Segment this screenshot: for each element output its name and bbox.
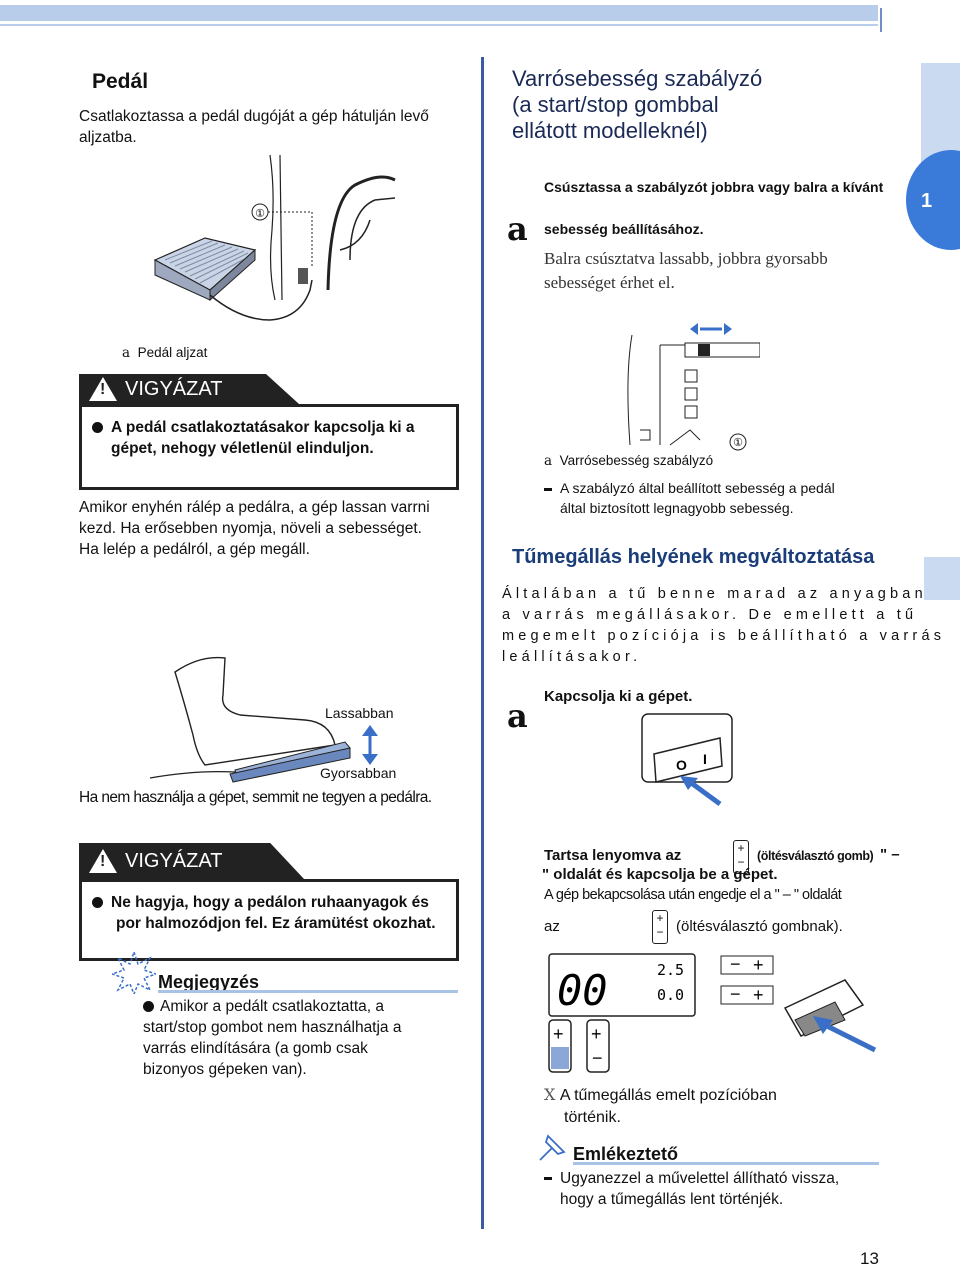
memo-title: Emlékeztető: [573, 1144, 679, 1164]
switch-off-label: O: [676, 757, 687, 773]
warning-icon: !: [89, 377, 117, 401]
lcd-digits: 00: [557, 966, 608, 1015]
note-burst-icon: [112, 950, 156, 994]
hold-line-1-btn: (öltésválasztó gomb): [757, 849, 874, 863]
memo-underline: [573, 1162, 879, 1165]
warning-header-2: ! VIGYÁZAT: [79, 843, 304, 879]
bullet-icon: [92, 422, 103, 434]
svg-text:+: +: [553, 1024, 564, 1044]
speed-bullet: A szabályzó által beállított sebesség a …: [544, 478, 835, 518]
hold-line-2: " oldalát és kapcsolja be a gépet.: [542, 866, 778, 883]
note-text: Amikor a pedált csatlakoztatta, a start/…: [143, 998, 402, 1078]
note-title: Megjegyzés: [158, 972, 260, 992]
needle-heading: Tűmegállás helyének megváltoztatása: [512, 546, 875, 568]
step-marker-1: a: [507, 210, 528, 248]
lcd-panel-illustration: 00 2.5 0.0 − + − + + + −: [548, 953, 877, 1073]
svg-text:+: +: [753, 955, 764, 975]
speed-callout: ①: [733, 437, 743, 449]
foot-illustration: [149, 656, 378, 783]
speed-heading: Varrósebesség szabályzó (a start/stop go…: [512, 66, 763, 143]
step2-instruction: Kapcsolja ki a gépet.: [544, 688, 693, 705]
speed-slider-illustration: ①: [627, 323, 760, 451]
bullet-icon: [143, 1001, 154, 1013]
lcd-value-2: 0.0: [657, 986, 684, 1004]
needle-text: Általában a tű benne marad az anyagban a…: [502, 586, 946, 665]
step1-instruction: Csúsztassa a szabályzót jobbra vagy balr…: [544, 179, 884, 237]
note-underline: [158, 990, 458, 993]
pedal-usage: Amikor enyhén rálép a pedálra, a gép las…: [79, 499, 430, 558]
step1-detail: Balra csúsztatva lassabb, jobbra gyorsab…: [544, 249, 828, 292]
stitch-selector-icon: +−: [652, 910, 668, 944]
label-faster: Gyorsabban: [320, 765, 397, 781]
svg-text:+: +: [753, 985, 764, 1005]
svg-text:−: −: [592, 1048, 603, 1068]
svg-text:+: +: [591, 1024, 602, 1044]
pedal-caption: a Pedál aljzat: [122, 345, 208, 361]
stitch-selector-icon: +−: [733, 840, 749, 874]
speed-caption: a Varrósebesség szabályzó: [544, 453, 714, 469]
result-text: X A tűmegállás emelt pozícióban történik…: [544, 1085, 777, 1126]
warning-box-2: ! VIGYÁZAT Ne hagyja, hogy a pedálon ruh…: [79, 843, 459, 961]
label-slower: Lassabban: [325, 705, 394, 721]
pedal-heading: Pedál: [92, 70, 149, 93]
svg-text:−: −: [730, 954, 741, 974]
pedal-callout: ①: [255, 208, 265, 220]
top-band: [0, 5, 878, 21]
hold-line-3: A gép bekapcsolása után engedje el a " –…: [544, 887, 842, 903]
switch-on-label: I: [703, 751, 707, 767]
warning-icon: !: [89, 849, 117, 873]
hold-line-4-btn: (öltésválasztó gombnak).: [676, 918, 843, 935]
hold-line-1-end: " –: [880, 846, 900, 863]
hold-line-1: Tartsa lenyomva az: [544, 847, 682, 864]
memo-pin-icon: [539, 1134, 566, 1161]
pedal-intro: Csatlakoztassa a pedál dugóját a gép hát…: [79, 108, 429, 146]
memo-text: Ugyanezzel a művelettel állítható vissza…: [544, 1168, 839, 1210]
bullet-icon: [92, 897, 103, 909]
chapter-marker: [906, 150, 960, 250]
warning-header-1: ! VIGYÁZAT: [79, 374, 299, 404]
page-number: 13: [860, 1249, 879, 1268]
side-tab: [924, 557, 960, 600]
pedal-illustration: ①: [153, 154, 396, 321]
svg-text:−: −: [730, 984, 741, 1004]
lcd-value-1: 2.5: [657, 961, 684, 979]
step-marker-2: a: [507, 697, 528, 735]
warning-box-1: ! VIGYÁZAT A pedál csatlakoztatásakor ka…: [79, 374, 459, 490]
power-switch-illustration: O I: [641, 713, 733, 807]
top-rule: [0, 24, 878, 26]
column-separator: [481, 57, 484, 1229]
top-tick: [880, 8, 882, 32]
pedal-not-used: Ha nem használja a gépet, semmit ne tegy…: [79, 789, 432, 806]
hold-line-4: az: [544, 918, 560, 935]
chapter-number: 1: [921, 190, 933, 212]
